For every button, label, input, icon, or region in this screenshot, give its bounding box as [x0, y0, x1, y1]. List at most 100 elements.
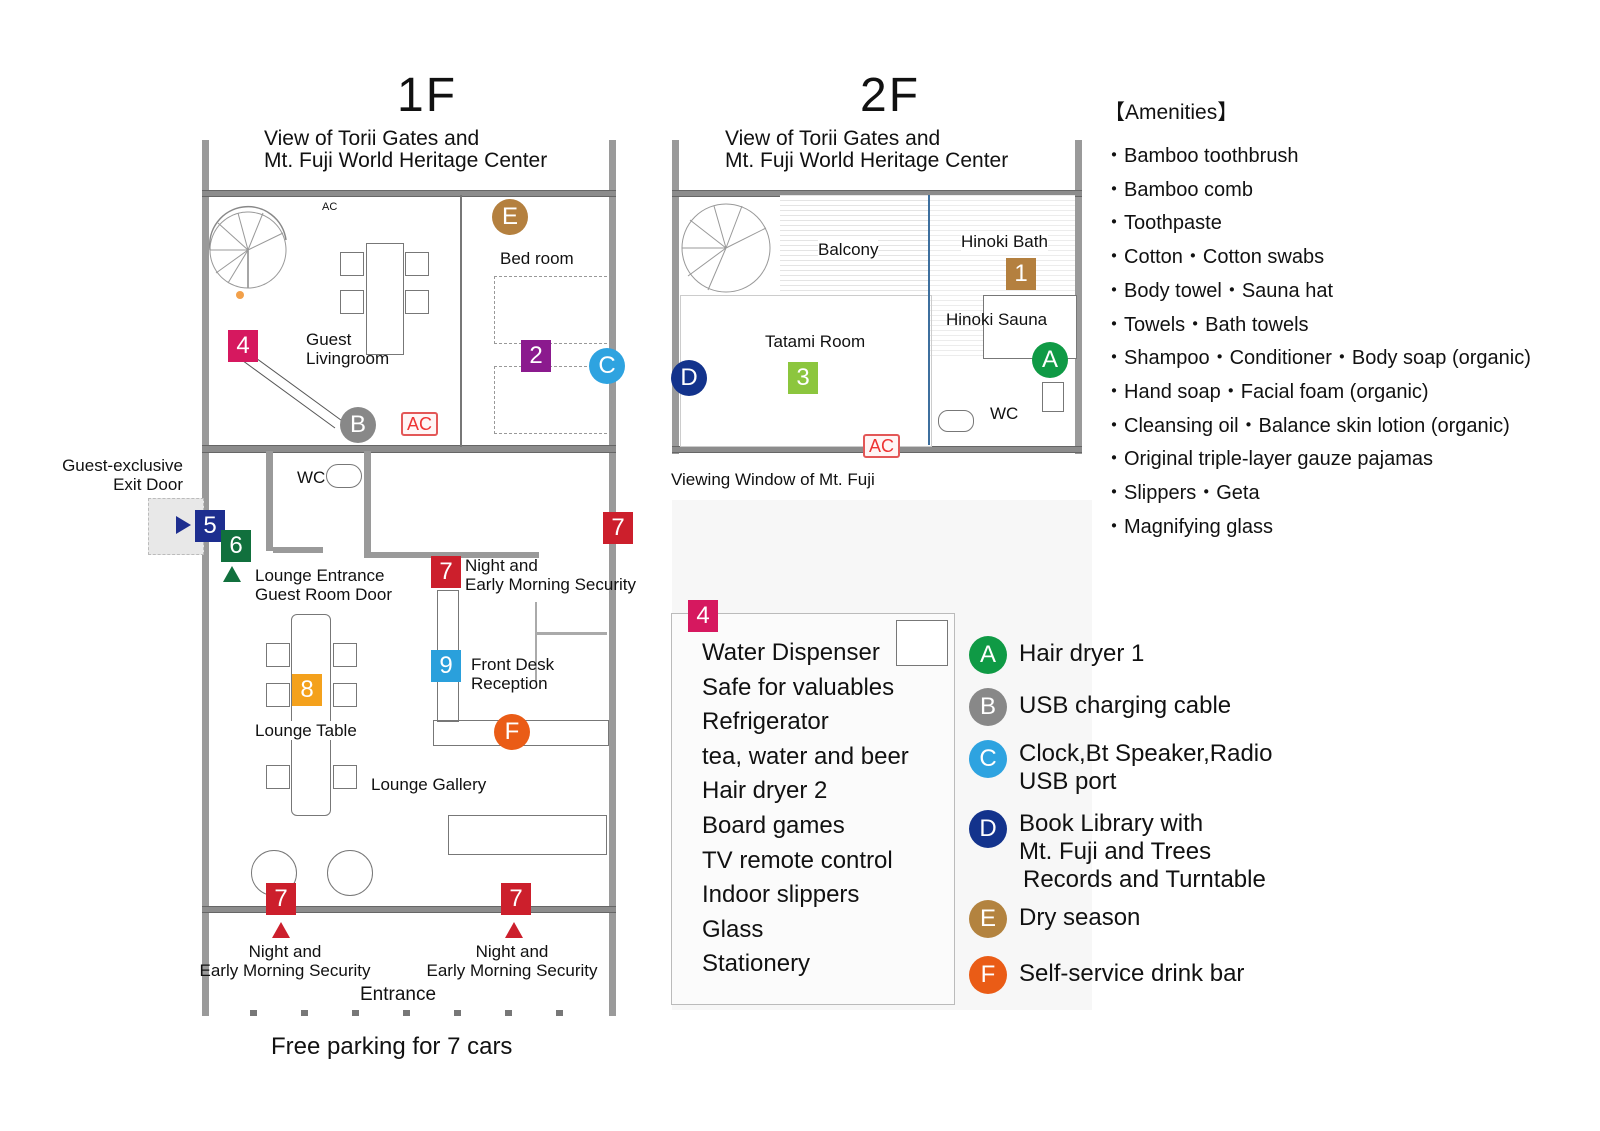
wall-bottom — [202, 906, 616, 913]
amenity-item: ・Bamboo comb — [1104, 178, 1253, 201]
marker-c[interactable]: C — [589, 348, 625, 384]
marker-2[interactable]: 2 — [521, 340, 551, 372]
toilet-icon — [938, 410, 974, 432]
marker-1[interactable]: 1 — [1006, 258, 1036, 290]
security-label-left: Night and Early Morning Security — [185, 942, 385, 980]
amenity-item: ・Hand soap・Facial foam (organic) — [1104, 380, 1429, 403]
legend-line: USB port — [1019, 768, 1117, 795]
legend-marker-b: B — [969, 688, 1007, 726]
marker-7-side[interactable]: 7 — [603, 512, 633, 544]
ac-unit-2f: AC — [863, 434, 901, 458]
floor-1-view-label: View of Torii Gates and Mt. Fuji World H… — [264, 128, 547, 172]
amenity-item: ・Towels・Bath towels — [1104, 313, 1309, 336]
chair — [405, 290, 429, 314]
bedroom-label: Bed room — [500, 249, 574, 268]
marker-9[interactable]: 9 — [431, 650, 461, 682]
marker-8[interactable]: 8 — [292, 674, 322, 706]
wall-partition — [928, 195, 930, 445]
lounge-entrance-line-1: Lounge Entrance — [255, 566, 385, 585]
marker-b[interactable]: B — [340, 407, 376, 443]
legend-line: Hair dryer 1 — [1019, 640, 1145, 667]
stair-post-marker — [236, 291, 244, 299]
box-4-marker[interactable]: 4 — [688, 600, 718, 632]
wall-top — [202, 190, 616, 197]
balcony-label: Balcony — [818, 240, 879, 259]
security-line-2: Early Morning Security — [199, 961, 371, 980]
legend-item-f: F Self-service drink bar — [969, 956, 1244, 994]
marker-f[interactable]: F — [494, 714, 530, 750]
wc-2f-label: WC — [990, 404, 1019, 423]
sink-icon — [1042, 382, 1064, 412]
marker-6[interactable]: 6 — [221, 530, 251, 562]
ac-unit-1f: AC — [401, 412, 439, 436]
amenities-title: 【Amenities】 — [1104, 101, 1239, 124]
tatami-room-label: Tatami Room — [765, 332, 866, 351]
legend-line: USB charging cable — [1019, 692, 1232, 719]
parking-posts — [250, 1010, 570, 1016]
security-line-1: Night and — [248, 942, 322, 961]
box-4-contents: Water Dispenser Safe for valuables Refri… — [671, 613, 955, 1005]
marker-d[interactable]: D — [671, 360, 707, 396]
diagonal-stair-icon — [235, 350, 346, 429]
wall-wc-right — [364, 451, 371, 557]
legend-line: Records and Turntable — [1023, 866, 1266, 893]
spiral-stairs-icon — [681, 203, 771, 293]
hinoki-sauna-label: Hinoki Sauna — [946, 310, 1048, 329]
marker-3[interactable]: 3 — [788, 362, 818, 394]
ac-small-label: AC — [322, 201, 338, 213]
wc-1f-label: WC — [297, 468, 326, 487]
floor-2-view-line-2: Mt. Fuji World Heritage Center — [725, 149, 1009, 172]
box-4-item: Stationery — [702, 950, 811, 978]
security-line-2: Early Morning Security — [426, 961, 598, 980]
amenity-item: ・Cleansing oil・Balance skin lotion (orga… — [1104, 414, 1510, 437]
legend-line: Mt. Fuji and Trees — [1019, 838, 1212, 865]
entrance-label: Entrance — [360, 984, 437, 1005]
lounge-table-label: Lounge Table — [255, 721, 357, 740]
guest-livingroom-label: Guest Livingroom — [306, 330, 389, 368]
chair — [266, 765, 290, 789]
guest-livingroom-line-2: Livingroom — [306, 349, 390, 368]
amenities-list: ・Bamboo toothbrush ・Bamboo comb ・Toothpa… — [1104, 140, 1531, 544]
legend-item-d: D Book Library with Mt. Fuji and Trees R… — [969, 810, 1266, 894]
round-table — [327, 850, 373, 896]
legend-item-c: C Clock,Bt Speaker,Radio USB port — [969, 740, 1272, 796]
box-4-item: Indoor slippers — [702, 881, 860, 909]
legend-text: Self-service drink bar — [1019, 960, 1244, 988]
wall-left — [672, 140, 679, 454]
legend-marker-f: F — [969, 956, 1007, 994]
wall-left — [202, 140, 209, 1016]
box-4-list: Water Dispenser Safe for valuables Refri… — [702, 636, 909, 982]
lounge-entrance-line-2: Guest Room Door — [255, 585, 392, 604]
marker-7-entrance-left[interactable]: 7 — [266, 883, 296, 915]
parking-label: Free parking for 7 cars — [271, 1033, 513, 1060]
marker-a[interactable]: A — [1032, 342, 1068, 378]
security-label-right: Night and Early Morning Security — [412, 942, 612, 980]
exit-arrow-icon — [176, 516, 191, 534]
marker-5[interactable]: 5 — [195, 510, 225, 542]
chair — [333, 765, 357, 789]
legend-item-a: A Hair dryer 1 — [969, 636, 1144, 674]
marker-7-front[interactable]: 7 — [431, 556, 461, 588]
legend-line: Book Library with — [1019, 810, 1204, 837]
lounge-gallery-label: Lounge Gallery — [371, 775, 487, 794]
front-desk-line-2: Reception — [471, 674, 548, 693]
viewing-window-label: Viewing Window of Mt. Fuji — [671, 470, 875, 489]
wall-bedroom-divider — [460, 195, 462, 447]
amenity-item: ・Slippers・Geta — [1104, 482, 1260, 505]
marker-4[interactable]: 4 — [228, 330, 258, 362]
legend-line: Self-service drink bar — [1019, 960, 1245, 987]
marker-7-entrance-right[interactable]: 7 — [501, 883, 531, 915]
legend-line: Dry season — [1019, 904, 1141, 931]
amenity-item: ・Original triple-layer gauze pajamas — [1104, 448, 1434, 471]
spiral-stairs-icon — [208, 205, 287, 289]
gallery-bench — [448, 815, 607, 855]
box-4-item: TV remote control — [702, 846, 893, 874]
floor-2-title: 2F — [860, 69, 921, 122]
security-line-1: Night and — [465, 556, 538, 575]
marker-e[interactable]: E — [492, 199, 528, 235]
amenity-item: ・Shampoo・Conditioner・Body soap (organic) — [1104, 347, 1531, 370]
entrance-arrow-icon — [223, 566, 241, 582]
box-4-item: Water Dispenser — [702, 639, 880, 666]
chair — [340, 290, 364, 314]
box-4-item: Safe for valuables — [702, 673, 895, 701]
